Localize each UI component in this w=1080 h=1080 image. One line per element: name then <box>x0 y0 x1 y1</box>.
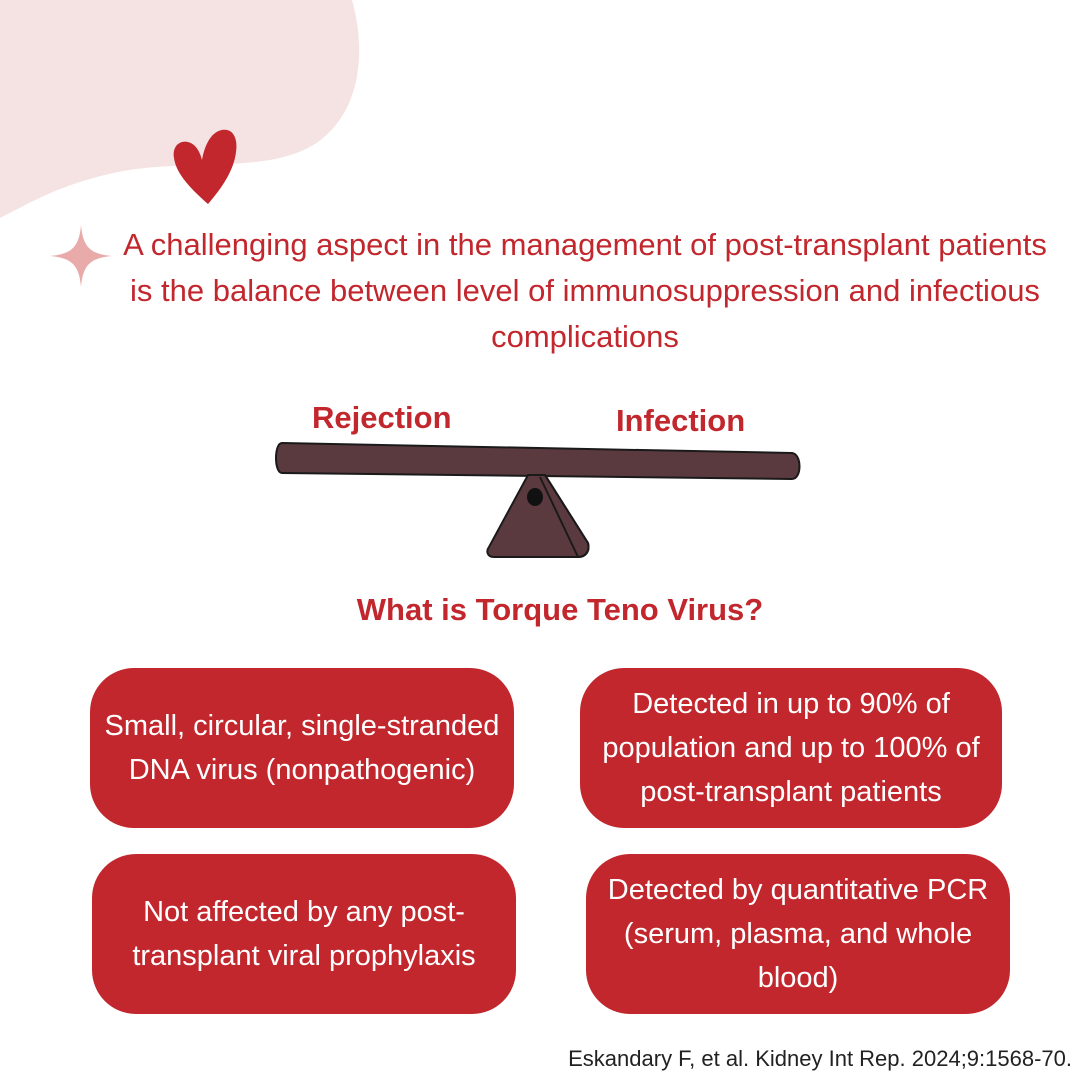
question-heading: What is Torque Teno Virus? <box>356 592 764 627</box>
seesaw-fulcrum <box>486 474 590 558</box>
fact-card-detection: Detected by quantitative PCR (serum, pla… <box>586 854 1010 1014</box>
seesaw-plank <box>275 441 801 481</box>
fact-card-prevalence: Detected in up to 90% of population and … <box>580 668 1002 828</box>
seesaw-pivot <box>527 488 543 506</box>
background-blob <box>0 0 360 218</box>
intro-text: A challenging aspect in the management o… <box>123 227 1047 354</box>
fact-card-structure: Small, circular, single-stranded DNA vir… <box>90 668 514 828</box>
infection-label: Infection <box>616 403 746 438</box>
sparkle-icon <box>50 225 112 287</box>
heart-icon <box>173 129 237 204</box>
citation: Eskandary F, et al. Kidney Int Rep. 2024… <box>568 1046 1072 1071</box>
rejection-label: Rejection <box>312 400 452 435</box>
fact-card-prophylaxis: Not affected by any post-transplant vira… <box>92 854 516 1014</box>
seesaw-illustration <box>275 441 801 558</box>
